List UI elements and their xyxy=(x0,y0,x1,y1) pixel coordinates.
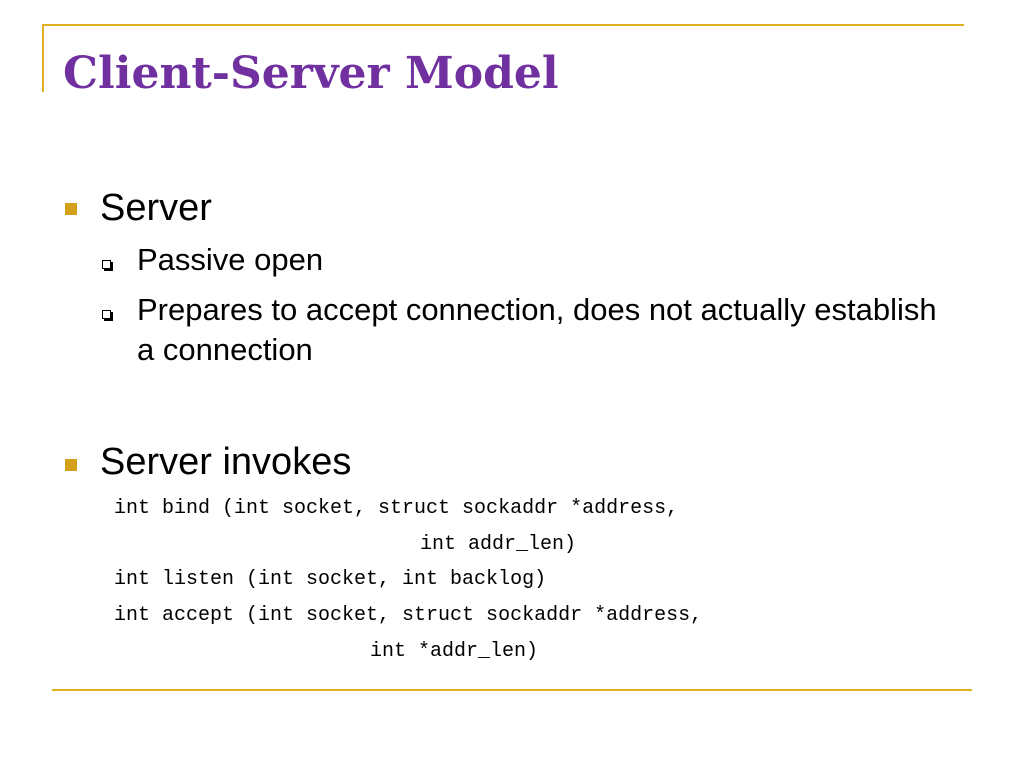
sub-bullet-passive-open: Passive open xyxy=(137,242,324,277)
code-line-listen: int listen (int socket, int backlog) xyxy=(114,568,547,591)
frame-bottom-rule xyxy=(52,689,972,691)
bullet-server-invokes: Server invokes xyxy=(100,441,352,483)
square-bullet-icon xyxy=(65,203,77,215)
frame-top-rule xyxy=(42,24,964,26)
square-bullet-icon xyxy=(65,459,77,471)
hollow-square-bullet-icon xyxy=(102,260,111,269)
code-line-accept-cont: int *addr_len) xyxy=(370,640,539,663)
sub-bullet-prepares: Prepares to accept connection, does not … xyxy=(137,292,937,367)
slide-title: Client-Server Model xyxy=(63,48,559,99)
code-line-bind-cont: int addr_len) xyxy=(420,533,577,556)
frame-left-rule xyxy=(42,24,44,92)
code-line-accept: int accept (int socket, struct sockaddr … xyxy=(114,604,703,627)
code-line-bind: int bind (int socket, struct sockaddr *a… xyxy=(114,497,679,520)
bullet-server: Server xyxy=(100,187,212,229)
hollow-square-bullet-icon xyxy=(102,310,111,319)
